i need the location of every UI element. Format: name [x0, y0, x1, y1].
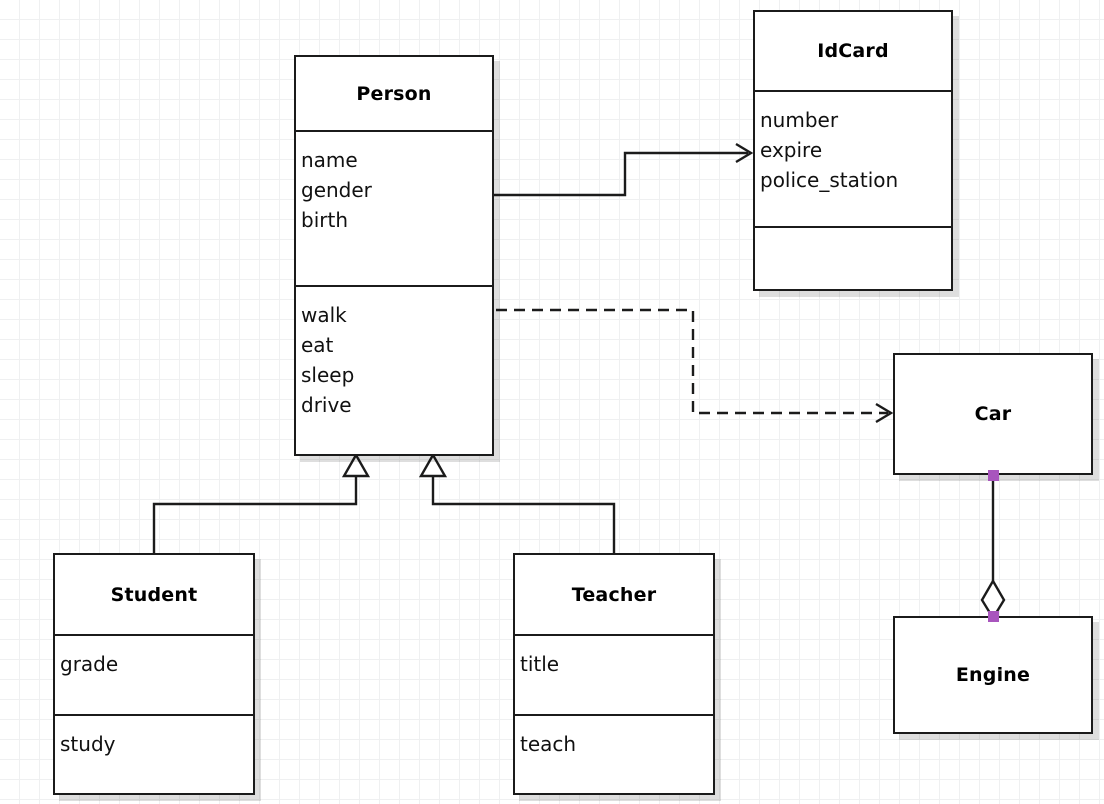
operation-item: teach — [520, 732, 577, 756]
class-title-teacher: Teacher — [515, 555, 713, 634]
edge-student-person[interactable] — [152, 452, 371, 553]
class-attributes-idcard: number expire police_station — [755, 90, 951, 226]
attribute-item: gender — [301, 178, 372, 202]
class-box-car[interactable]: Car — [893, 353, 1093, 475]
attribute-item: police_station — [760, 168, 899, 192]
attribute-item: grade — [60, 652, 119, 676]
operation-item: sleep — [301, 363, 355, 387]
class-operations-student: study — [55, 714, 253, 795]
edge-handle-car-end[interactable] — [988, 470, 999, 481]
class-title-student: Student — [55, 555, 253, 634]
class-name-label: Student — [110, 583, 198, 606]
operation-item: walk — [301, 303, 347, 327]
edge-teacher-person[interactable] — [418, 452, 616, 553]
edge-person-car[interactable] — [496, 308, 894, 424]
class-name-label: Engine — [955, 664, 1031, 686]
edge-person-idcard[interactable] — [494, 142, 754, 197]
class-name-label: Teacher — [571, 583, 657, 606]
attribute-item: name — [301, 148, 358, 172]
attribute-item: title — [520, 652, 560, 676]
class-title-engine: Engine — [895, 618, 1091, 732]
operation-item: eat — [301, 333, 334, 357]
class-operations-idcard — [755, 226, 951, 289]
class-attributes-student: grade — [55, 634, 253, 714]
class-box-idcard[interactable]: IdCard number expire police_station — [753, 10, 953, 291]
class-title-car: Car — [895, 355, 1091, 473]
operation-item: drive — [301, 393, 352, 417]
attribute-item: birth — [301, 208, 348, 232]
class-attributes-teacher: title — [515, 634, 713, 714]
operation-item: study — [60, 732, 116, 756]
class-operations-teacher: teach — [515, 714, 713, 795]
edge-handle-engine-end[interactable] — [988, 611, 999, 622]
class-box-student[interactable]: Student grade study — [53, 553, 255, 795]
class-name-label: IdCard — [817, 40, 889, 62]
attribute-item: number — [760, 108, 839, 132]
class-attributes-person: name gender birth — [296, 130, 492, 285]
class-title-idcard: IdCard — [755, 12, 951, 90]
class-name-label: Person — [356, 82, 432, 105]
class-title-person: Person — [296, 57, 492, 130]
class-operations-person: walk eat sleep drive — [296, 285, 492, 458]
class-box-engine[interactable]: Engine — [893, 616, 1093, 734]
class-box-teacher[interactable]: Teacher title teach — [513, 553, 715, 795]
class-box-person[interactable]: Person name gender birth walk eat sleep … — [294, 55, 494, 456]
class-name-label: Car — [974, 403, 1012, 425]
edge-car-engine[interactable] — [980, 475, 1006, 621]
attribute-item: expire — [760, 138, 823, 162]
